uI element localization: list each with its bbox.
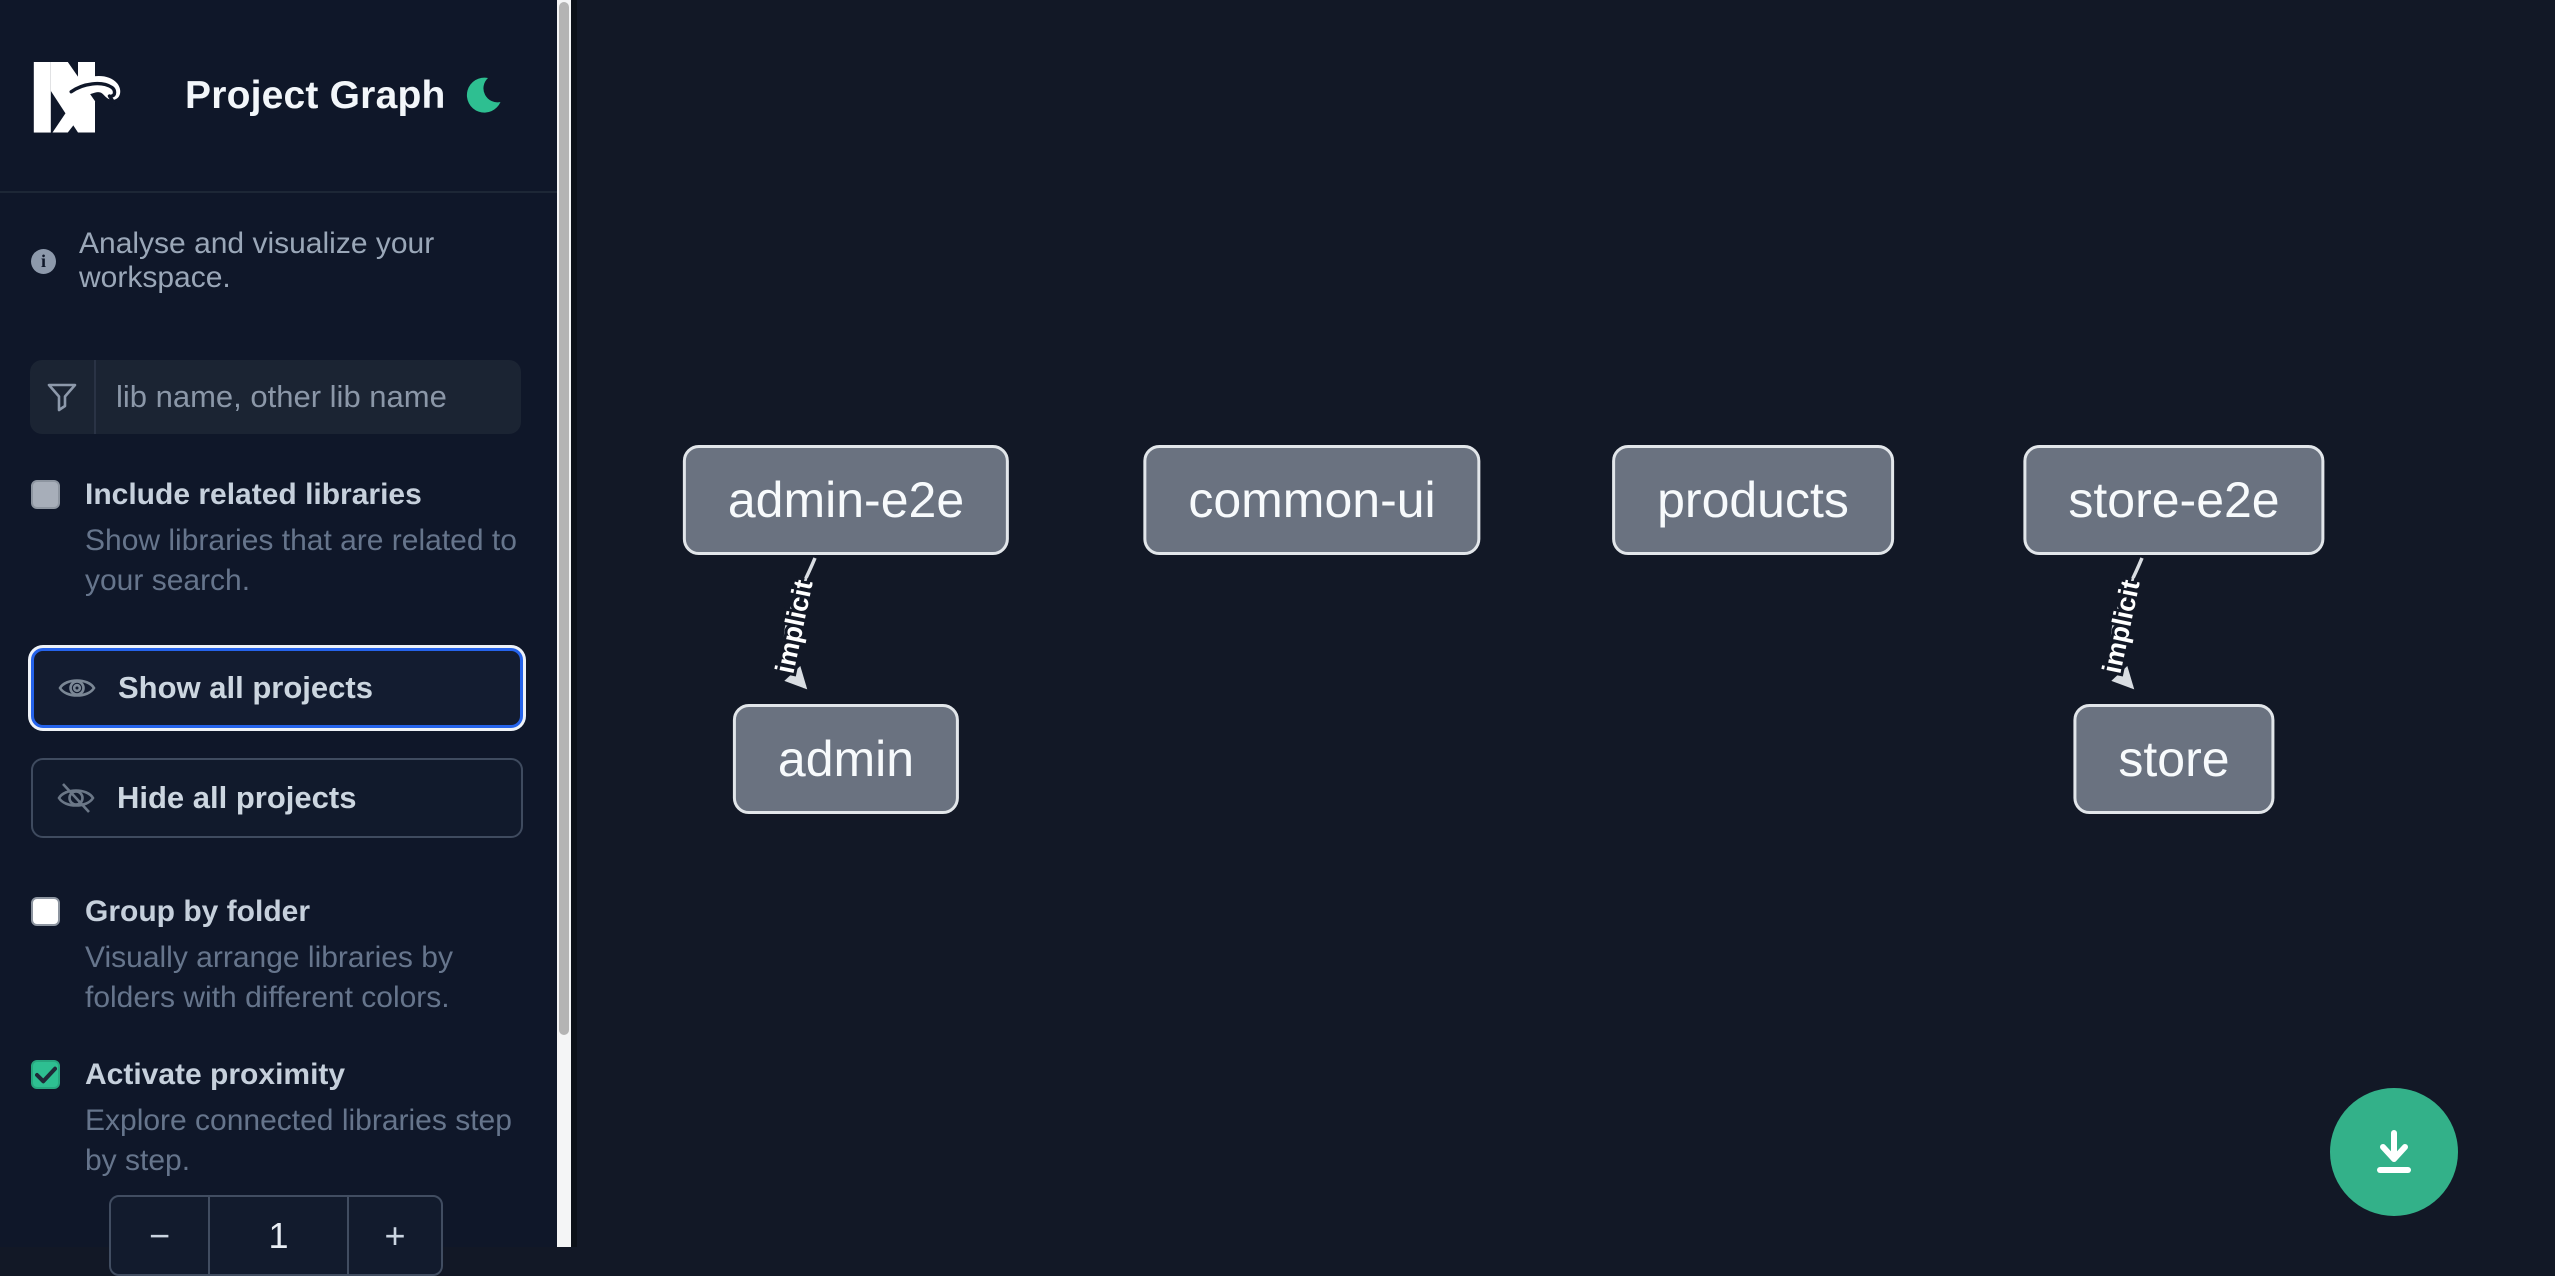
group-by-folder-checkbox[interactable]: [31, 897, 60, 926]
eye-icon: [58, 679, 96, 697]
include-related-description: Show libraries that are related to your …: [85, 524, 517, 597]
download-icon: [2377, 1130, 2411, 1173]
edge-label: implicit: [770, 577, 819, 676]
proximity-stepper: − 1 +: [109, 1195, 443, 1276]
edge-admin-e2e-to-admin[interactable]: implicit: [767, 557, 822, 690]
filter-input[interactable]: [96, 360, 521, 434]
moon-icon: [466, 77, 501, 113]
graph-node-store[interactable]: store: [2073, 704, 2275, 814]
activate-proximity-checkbox[interactable]: [31, 1060, 60, 1089]
activate-proximity-description: Explore connected libraries step by step…: [85, 1104, 512, 1177]
edge-label: implicit: [2097, 577, 2146, 676]
activate-proximity-label[interactable]: Activate proximity: [85, 1058, 346, 1091]
graph-node-products[interactable]: products: [1612, 445, 1894, 555]
group-by-folder-label[interactable]: Group by folder: [85, 895, 310, 928]
filter-input-group: [30, 360, 521, 434]
option-activate-proximity: Activate proximity Explore connected lib…: [31, 1057, 521, 1181]
proximity-increment-button[interactable]: +: [384, 1214, 406, 1256]
edge-store-e2e-to-store[interactable]: implicit: [2094, 557, 2149, 690]
include-related-label[interactable]: Include related libraries: [85, 478, 422, 511]
sidebar-scrollbar-track: [557, 0, 571, 1247]
sidebar-header: Project Graph: [0, 0, 557, 193]
intro-row: i Analyse and visualize your workspace.: [31, 227, 521, 295]
edge-layer: implicit implicit: [767, 557, 2149, 690]
proximity-decrement-button[interactable]: −: [148, 1214, 171, 1256]
funnel-icon: [30, 360, 96, 434]
download-graph-button[interactable]: [2330, 1088, 2458, 1216]
option-include-related: Include related libraries Show libraries…: [31, 477, 521, 601]
show-all-projects-button[interactable]: Show all projects: [31, 648, 523, 728]
include-related-checkbox[interactable]: [31, 480, 60, 509]
hide-all-projects-label: Hide all projects: [117, 780, 357, 815]
theme-toggle-button[interactable]: [464, 74, 504, 118]
info-icon: i: [31, 248, 56, 274]
nx-logo: [33, 61, 121, 133]
proximity-value: 1: [208, 1197, 349, 1274]
graph-node-admin[interactable]: admin: [732, 704, 960, 814]
eye-off-icon: [57, 783, 95, 813]
intro-text: Analyse and visualize your workspace.: [79, 227, 435, 294]
sidebar-scrollbar-thumb[interactable]: [559, 2, 569, 1035]
sidebar: Project Graph i Analyse and visualize yo…: [0, 0, 557, 1276]
graph-node-admin-e2e[interactable]: admin-e2e: [682, 445, 1010, 555]
show-all-projects-label: Show all projects: [118, 670, 373, 705]
group-by-folder-description: Visually arrange libraries by folders wi…: [85, 941, 453, 1014]
graph-node-store-e2e[interactable]: store-e2e: [2023, 445, 2325, 555]
graph-node-common-ui[interactable]: common-ui: [1143, 445, 1481, 555]
graph-canvas[interactable]: implicit implicit admin-e2e common-ui pr…: [571, 0, 2555, 1247]
hide-all-projects-button[interactable]: Hide all projects: [31, 758, 523, 838]
option-group-by-folder: Group by folder Visually arrange librari…: [31, 894, 521, 1018]
page-title: Project Graph: [185, 73, 446, 117]
